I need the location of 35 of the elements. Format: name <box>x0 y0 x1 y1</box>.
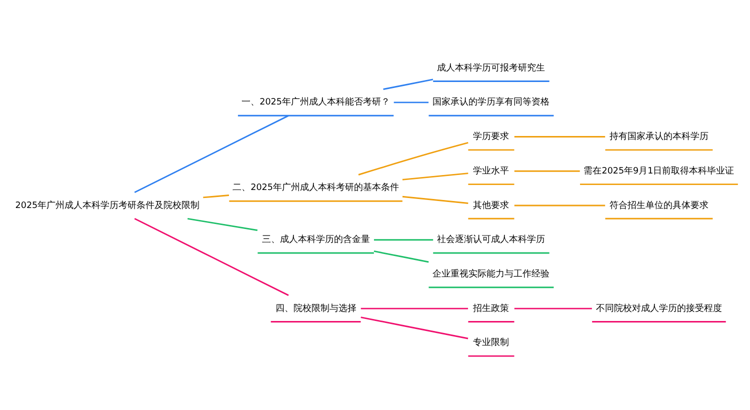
node-text: 2025年广州成人本科学历考研条件及院校限制 <box>15 200 200 210</box>
node-text: 持有国家承认的本科学历 <box>609 132 708 142</box>
node-text: 二、2025年广州成人本科考研的基本条件 <box>232 182 399 193</box>
node-text: 社会逐渐认可成人本科学历 <box>437 234 546 245</box>
connector <box>203 194 230 198</box>
connector <box>358 141 468 175</box>
connector <box>394 101 429 103</box>
node-text: 三、成人本科学历的含金量 <box>262 234 370 245</box>
connector <box>374 250 429 262</box>
connector <box>402 172 468 180</box>
connector <box>134 114 289 192</box>
connector <box>514 204 606 206</box>
connector <box>514 307 592 309</box>
node-text: 招生政策 <box>473 303 510 314</box>
node-text: 需在2025年9月1日前取得本科毕业证 <box>584 166 734 176</box>
node-text: 学业水平 <box>473 166 510 176</box>
node-text: 其他要求 <box>473 200 510 210</box>
node-text: 企业重视实际能力与工作经验 <box>432 268 550 279</box>
connector <box>383 78 434 90</box>
connector <box>514 136 606 138</box>
node-text: 国家承认的学历享有同等资格 <box>432 97 550 108</box>
node-text: 一、2025年广州成人本科能否考研？ <box>242 97 390 108</box>
node-text: 专业限制 <box>473 338 510 348</box>
connector <box>514 170 580 172</box>
connector <box>402 195 468 204</box>
node-text: 四、院校限制与选择 <box>275 303 356 314</box>
node-text: 不同院校对成人学历的接受程度 <box>596 303 722 314</box>
connector <box>134 218 289 296</box>
connector <box>360 316 468 339</box>
node-text: 学历要求 <box>473 132 510 142</box>
node-text: 成人本科学历可报考研究生 <box>437 62 546 73</box>
node-text: 符合招生单位的具体要求 <box>609 200 708 210</box>
connector <box>360 307 468 309</box>
connector <box>187 217 258 230</box>
connector <box>374 238 434 240</box>
